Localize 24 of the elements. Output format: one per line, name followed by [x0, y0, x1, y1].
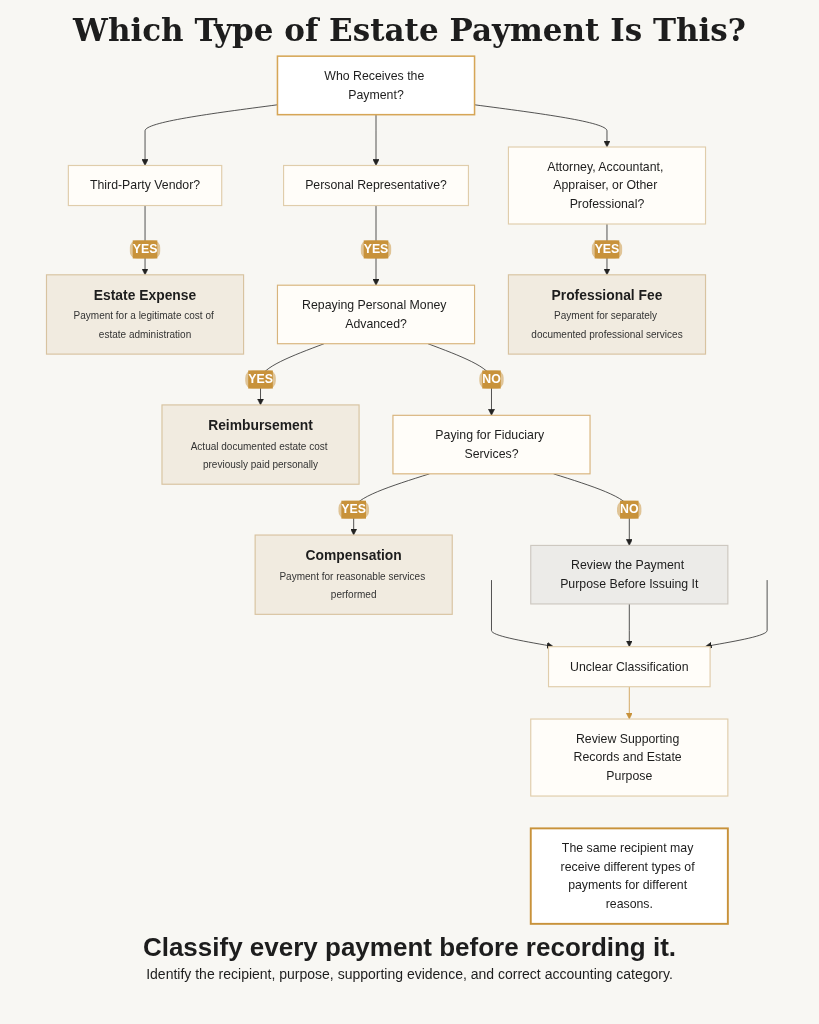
note-text: Identify the recipient, purpose, supporting evidence, and correct accounting category.	[146, 966, 673, 982]
edge-label: NO	[479, 370, 504, 389]
outcome-card: Compensation Payment for reasonable services performed	[254, 534, 453, 615]
edge-label: YES	[360, 240, 392, 259]
question-box: Review Supporting Records and Estate Purpose	[530, 718, 729, 797]
edge-label: YES	[591, 240, 623, 259]
outcome-card: Reimbursement Actual documented estate cost previously paid personally	[161, 404, 360, 485]
caption: Classify every payment before recording it.	[142, 932, 677, 963]
question-box: Third-Party Vendor?	[67, 164, 223, 207]
edge-label: YES	[338, 500, 370, 519]
title: Which Type of Estate Payment Is This?	[73, 12, 746, 48]
edge-label: YES	[129, 240, 161, 259]
outcome-card: Professional Fee Payment for separately documented professional services	[507, 274, 707, 355]
edge-label: NO	[617, 500, 642, 519]
review-box: Review the Payment Purpose Before Issuing It	[530, 544, 729, 605]
note-box: The same recipient may receive different types of payments for different reasons.	[529, 827, 729, 925]
question-box: Repaying Personal Money Advanced?	[276, 284, 476, 345]
edge-label: YES	[245, 370, 276, 389]
question-box: Who Receives the Payment?	[276, 55, 476, 116]
question-box: Attorney, Accountant, Appraiser, or Other Professional?	[507, 146, 707, 225]
outcome-card: Estate Expense Payment for a legitimate cost of estate administration	[45, 274, 245, 355]
question-box: Personal Representative?	[283, 164, 469, 207]
question-box: Paying for Fiduciary Services?	[392, 414, 591, 475]
question-box: Unclear Classification	[547, 646, 711, 688]
